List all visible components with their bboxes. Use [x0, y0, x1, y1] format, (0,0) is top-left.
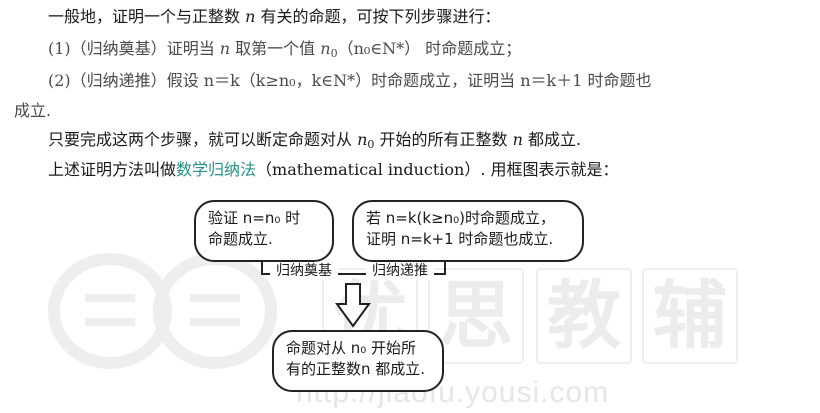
definition-post: （mathematical induction）. 用框图表示就是： [256, 160, 619, 179]
term-math-induction: 数学归纳法 [176, 160, 257, 179]
intro-text-post: 有关的命题，可按下列步骤进行： [255, 7, 501, 26]
step1-number: (1) [48, 39, 71, 58]
paragraph-step2: (2)（归纳递推）假设 n＝k（k≥n₀，k∈N*）时命题成立，证明当 n＝k＋… [48, 71, 652, 91]
bracket-line [261, 262, 446, 275]
var-n0-subscript: 0 [367, 138, 375, 151]
var-n: n [512, 130, 523, 149]
watermark-char-2: 思 [428, 268, 524, 364]
var-n0: n [320, 39, 331, 58]
definition-pre: 上述证明方法叫做 [48, 160, 177, 179]
flow-box-base-step: 验证 n=n₀ 时 命题成立. [194, 200, 334, 262]
intro-text-pre: 一般地，证明一个与正整数 [48, 7, 246, 26]
conclusion-mid: 开始的所有正整数 [374, 130, 513, 149]
tag-base-step: 归纳奠基 [270, 262, 338, 280]
box3-line2: 有的正整数n 都成立. [286, 360, 426, 378]
paragraph-conclusion: 只要完成这两个步骤，就可以断定命题对从 n0 开始的所有正整数 n 都成立. [48, 130, 581, 155]
box1-line1: 验证 n=n₀ 时 [208, 209, 301, 227]
down-arrow-icon [335, 283, 371, 328]
var-n0-subscript: 0 [330, 47, 338, 60]
paragraph-intro: 一般地，证明一个与正整数 n 有关的命题，可按下列步骤进行： [48, 7, 501, 27]
var-n: n [245, 7, 256, 26]
step1-mid: 取第一个值 [230, 39, 321, 58]
watermark-char-3: 教 [536, 268, 632, 364]
watermark-char-4: 辅 [642, 268, 738, 364]
paragraph-definition: 上述证明方法叫做数学归纳法（mathematical induction）. 用… [48, 160, 619, 180]
paragraph-step2-cont: 成立. [14, 101, 52, 120]
step1-condition: （n₀∈N*） [337, 39, 421, 58]
step1-pre: 证明当 [166, 39, 220, 58]
step2-label: （归纳递推） [70, 71, 167, 90]
step2-text: 假设 n＝k（k≥n₀，k∈N*）时命题成立，证明当 n＝k＋1 时命题也 [166, 71, 652, 90]
flow-box-inductive-step: 若 n=k(k≥n₀)时命题成立， 证明 n=k+1 时命题也成立. [352, 200, 584, 262]
box1-line2: 命题成立. [208, 230, 273, 248]
paragraph-step1: (1)（归纳奠基）证明当 n 取第一个值 n0（n₀∈N*） 时命题成立； [48, 39, 521, 64]
step2-number: (2) [48, 71, 71, 90]
box2-line2: 证明 n=k+1 时命题也成立. [366, 230, 554, 248]
flow-box-conclusion: 命题对从 n₀ 开始所 有的正整数n 都成立. [272, 330, 444, 392]
conclusion-pre: 只要完成这两个步骤，就可以断定命题对从 [48, 130, 358, 149]
box2-line1: 若 n=k(k≥n₀)时命题成立， [366, 209, 556, 227]
conclusion-post: 都成立. [522, 130, 582, 149]
var-n0: n [357, 130, 368, 149]
box3-line1: 命题对从 n₀ 开始所 [286, 339, 417, 357]
step1-post: 时命题成立； [420, 39, 522, 58]
step1-label: （归纳奠基） [70, 39, 167, 58]
tag-inductive-step: 归纳递推 [366, 262, 434, 280]
var-n: n [219, 39, 231, 58]
